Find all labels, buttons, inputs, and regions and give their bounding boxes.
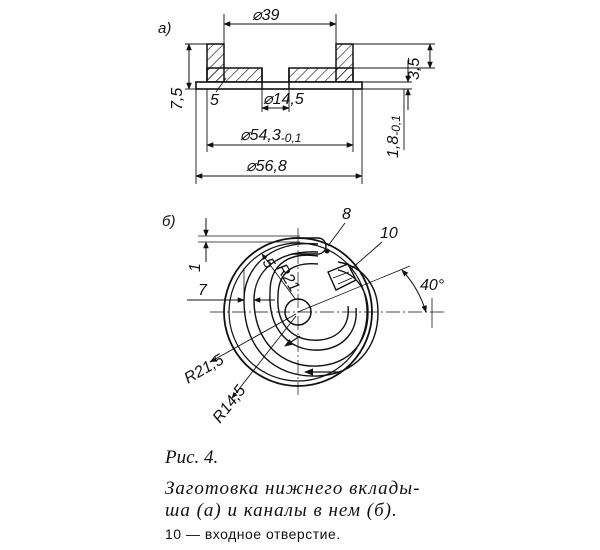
callout-5: 5 (210, 92, 219, 109)
inlet-hole (327, 263, 357, 291)
section-view-a: a) ⌀39 ⌀14,5 ⌀54,3-0,1 ⌀56,8 (158, 7, 435, 184)
dim-height-3-5: 3,5 (406, 58, 423, 80)
dim-diameter-54-3: ⌀54,3-0,1 (240, 127, 301, 145)
figure-title-line-1: Заготовка нижнего вклады- (165, 478, 421, 499)
spiral-channel-loop2 (269, 254, 319, 297)
figure-note: 10 — входное отверстие. (165, 526, 341, 542)
section-hatch-floor-right (288, 67, 354, 83)
part-a-label: a) (158, 20, 171, 37)
figure-title-line-2: ша (а) и каналы в нем (б). (165, 500, 398, 521)
figure-number: Рис. 4. (165, 447, 219, 468)
plan-view-b: б) 8 10 1 (162, 206, 445, 426)
section-flange (195, 81, 363, 90)
part-b-label: б) (162, 213, 175, 230)
slot-dot (324, 248, 330, 254)
dim-1: 1 (187, 263, 204, 272)
dim-r21-5: R21,5 (182, 351, 228, 387)
dim-height-1-8: 1,8-0,1 (385, 115, 403, 158)
section-hatch-floor-left (206, 67, 263, 83)
dim-height-7-5: 7,5 (169, 88, 186, 110)
dim-diameter-56-8: ⌀56,8 (246, 158, 287, 175)
dim-7: 7 (198, 282, 208, 299)
callout-10: 10 (380, 225, 398, 242)
spiral-channel-outer (243, 242, 379, 377)
callout-8: 8 (342, 206, 351, 223)
top-slot (292, 237, 327, 255)
dim-angle-40: 40° (420, 277, 445, 294)
dim-diameter-39: ⌀39 (252, 7, 280, 24)
dim-r14-5: R14,5 (210, 382, 250, 426)
spiral-channel-inner (253, 251, 369, 367)
dim-diameter-14-5: ⌀14,5 (263, 91, 304, 108)
